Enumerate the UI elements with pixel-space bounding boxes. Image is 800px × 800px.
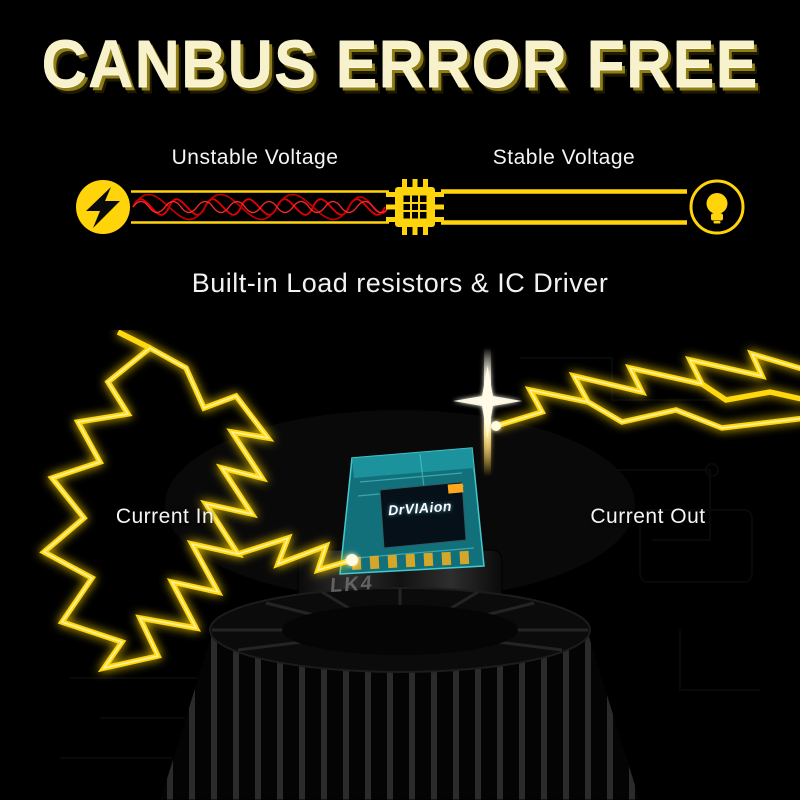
product-scene <box>39 330 800 800</box>
driver-pcb <box>339 447 485 575</box>
current-in-label: Current In <box>115 505 215 528</box>
unstable-wire <box>131 190 390 224</box>
lightning-icon <box>76 180 130 234</box>
stable-voltage-label: Stable Voltage <box>492 146 636 169</box>
bulb-icon <box>689 179 745 235</box>
gold-pads <box>351 550 470 571</box>
contact-flashes <box>346 421 501 566</box>
ic-die <box>379 481 467 549</box>
unstable-voltage-label: Unstable Voltage <box>171 146 339 169</box>
bolt-current-in-tail <box>116 330 152 351</box>
voltage-diagram <box>76 179 745 235</box>
light-beam <box>453 348 522 476</box>
page-title: CANBUS ERROR FREE <box>41 26 759 102</box>
chip-tag <box>447 483 464 494</box>
heatsink <box>159 587 641 800</box>
bolt-current-out-fork <box>586 399 800 431</box>
stable-wire <box>441 189 687 225</box>
subtitle: Built-in Load resistors & IC Driver <box>191 268 609 298</box>
ic-chip-icon <box>386 179 444 235</box>
bolt-current-out-fork2 <box>700 381 800 403</box>
current-out-label: Current Out <box>590 505 706 528</box>
